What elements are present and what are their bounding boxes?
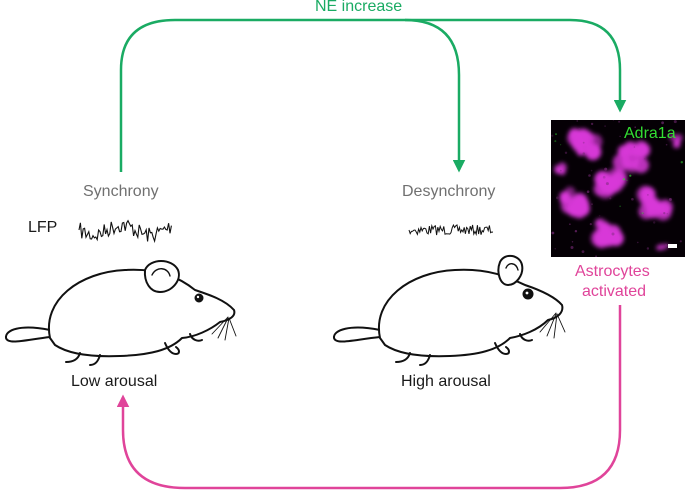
background-speck [626, 179, 628, 181]
background-speck [643, 212, 645, 214]
background-speck [679, 240, 682, 243]
background-speck [595, 255, 598, 257]
background-speck [634, 126, 636, 128]
low-arousal-label: Low arousal [71, 373, 158, 390]
background-speck [582, 141, 585, 144]
background-speck [554, 140, 557, 143]
background-speck [602, 175, 606, 179]
astrocyte-blob [578, 140, 592, 154]
ne-increase-label: NE increase [315, 0, 403, 15]
background-speck [639, 212, 642, 215]
background-speck [589, 223, 592, 226]
background-speck [604, 125, 606, 127]
background-speck [612, 120, 614, 121]
background-speck [618, 120, 621, 123]
synchrony-label: Synchrony [83, 183, 159, 200]
background-speck [551, 231, 555, 235]
background-speck [666, 213, 668, 215]
mouse-low-arousal [5, 260, 237, 366]
background-speck [629, 174, 632, 177]
background-speck [611, 232, 615, 236]
ne-arrow-main [119, 18, 627, 172]
astrocyte-blob [618, 148, 627, 157]
lfp-trace-desynchrony [408, 223, 494, 237]
background-speck [574, 230, 578, 233]
astrocyte-micrograph [551, 120, 685, 257]
background-speck [661, 121, 664, 125]
background-speck [564, 151, 568, 154]
background-speck [646, 247, 650, 250]
background-speck [664, 244, 668, 247]
background-speck [668, 198, 672, 201]
background-speck [619, 205, 621, 207]
astrocyte-blob [634, 142, 651, 158]
lfp-label: LFP [28, 219, 58, 236]
background-speck [673, 120, 677, 124]
background-speck [555, 133, 557, 135]
background-speck [570, 246, 574, 249]
background-speck [599, 215, 601, 217]
background-speck [581, 250, 585, 254]
desynchrony-label: Desynchrony [402, 183, 496, 200]
background-speck [559, 169, 562, 172]
background-speck [569, 223, 571, 225]
background-speck [631, 197, 634, 201]
astrocyte-blob [600, 231, 617, 247]
astrocyte-feedback-arrow [116, 305, 622, 490]
background-speck [619, 135, 621, 138]
background-speck [576, 120, 578, 122]
astrocytes-label: Astrocytes [575, 263, 650, 280]
background-speck [586, 190, 590, 193]
background-speck [588, 174, 591, 177]
background-speck [578, 128, 581, 131]
astrocyte-blob [601, 181, 616, 196]
background-speck [609, 197, 612, 200]
astrocyte-blob [560, 197, 578, 214]
background-speck [680, 161, 683, 164]
micrograph-image [551, 120, 683, 257]
background-speck [633, 146, 636, 148]
background-speck [665, 143, 668, 146]
background-speck [590, 169, 593, 172]
background-speck [644, 158, 646, 160]
background-speck [590, 122, 594, 126]
astrocyte-blob [674, 140, 681, 147]
astrocyte-blob [657, 199, 673, 215]
scale-bar [668, 244, 677, 248]
background-speck [591, 203, 593, 206]
background-speck [638, 133, 641, 135]
background-speck [641, 212, 644, 215]
background-speck [604, 167, 608, 171]
background-speck [551, 134, 554, 137]
astrocyte-blob [554, 166, 562, 174]
mouse-high-arousal [333, 254, 566, 366]
background-speck [637, 241, 639, 244]
background-speck [556, 196, 559, 200]
astrocyte-blob [668, 133, 677, 141]
astrocyte-blob [625, 160, 638, 174]
background-speck [622, 178, 625, 181]
background-speck [663, 212, 666, 215]
background-speck [653, 221, 656, 224]
activated-label: activated [582, 283, 647, 300]
high-arousal-label: High arousal [401, 373, 491, 390]
background-speck [605, 182, 609, 186]
astrocyte-blob [567, 130, 583, 146]
background-speck [647, 194, 649, 196]
astrocyte-blob [610, 174, 617, 181]
background-speck [582, 152, 585, 155]
astrocyte-blob [646, 197, 661, 211]
lfp-trace-synchrony [78, 219, 172, 244]
ne-arrow-branch [404, 18, 466, 173]
background-speck [571, 241, 574, 243]
adra1a-label: Adra1a [624, 125, 676, 142]
background-speck [554, 248, 556, 250]
astrocyte-blob [657, 245, 663, 250]
background-speck [560, 144, 562, 146]
